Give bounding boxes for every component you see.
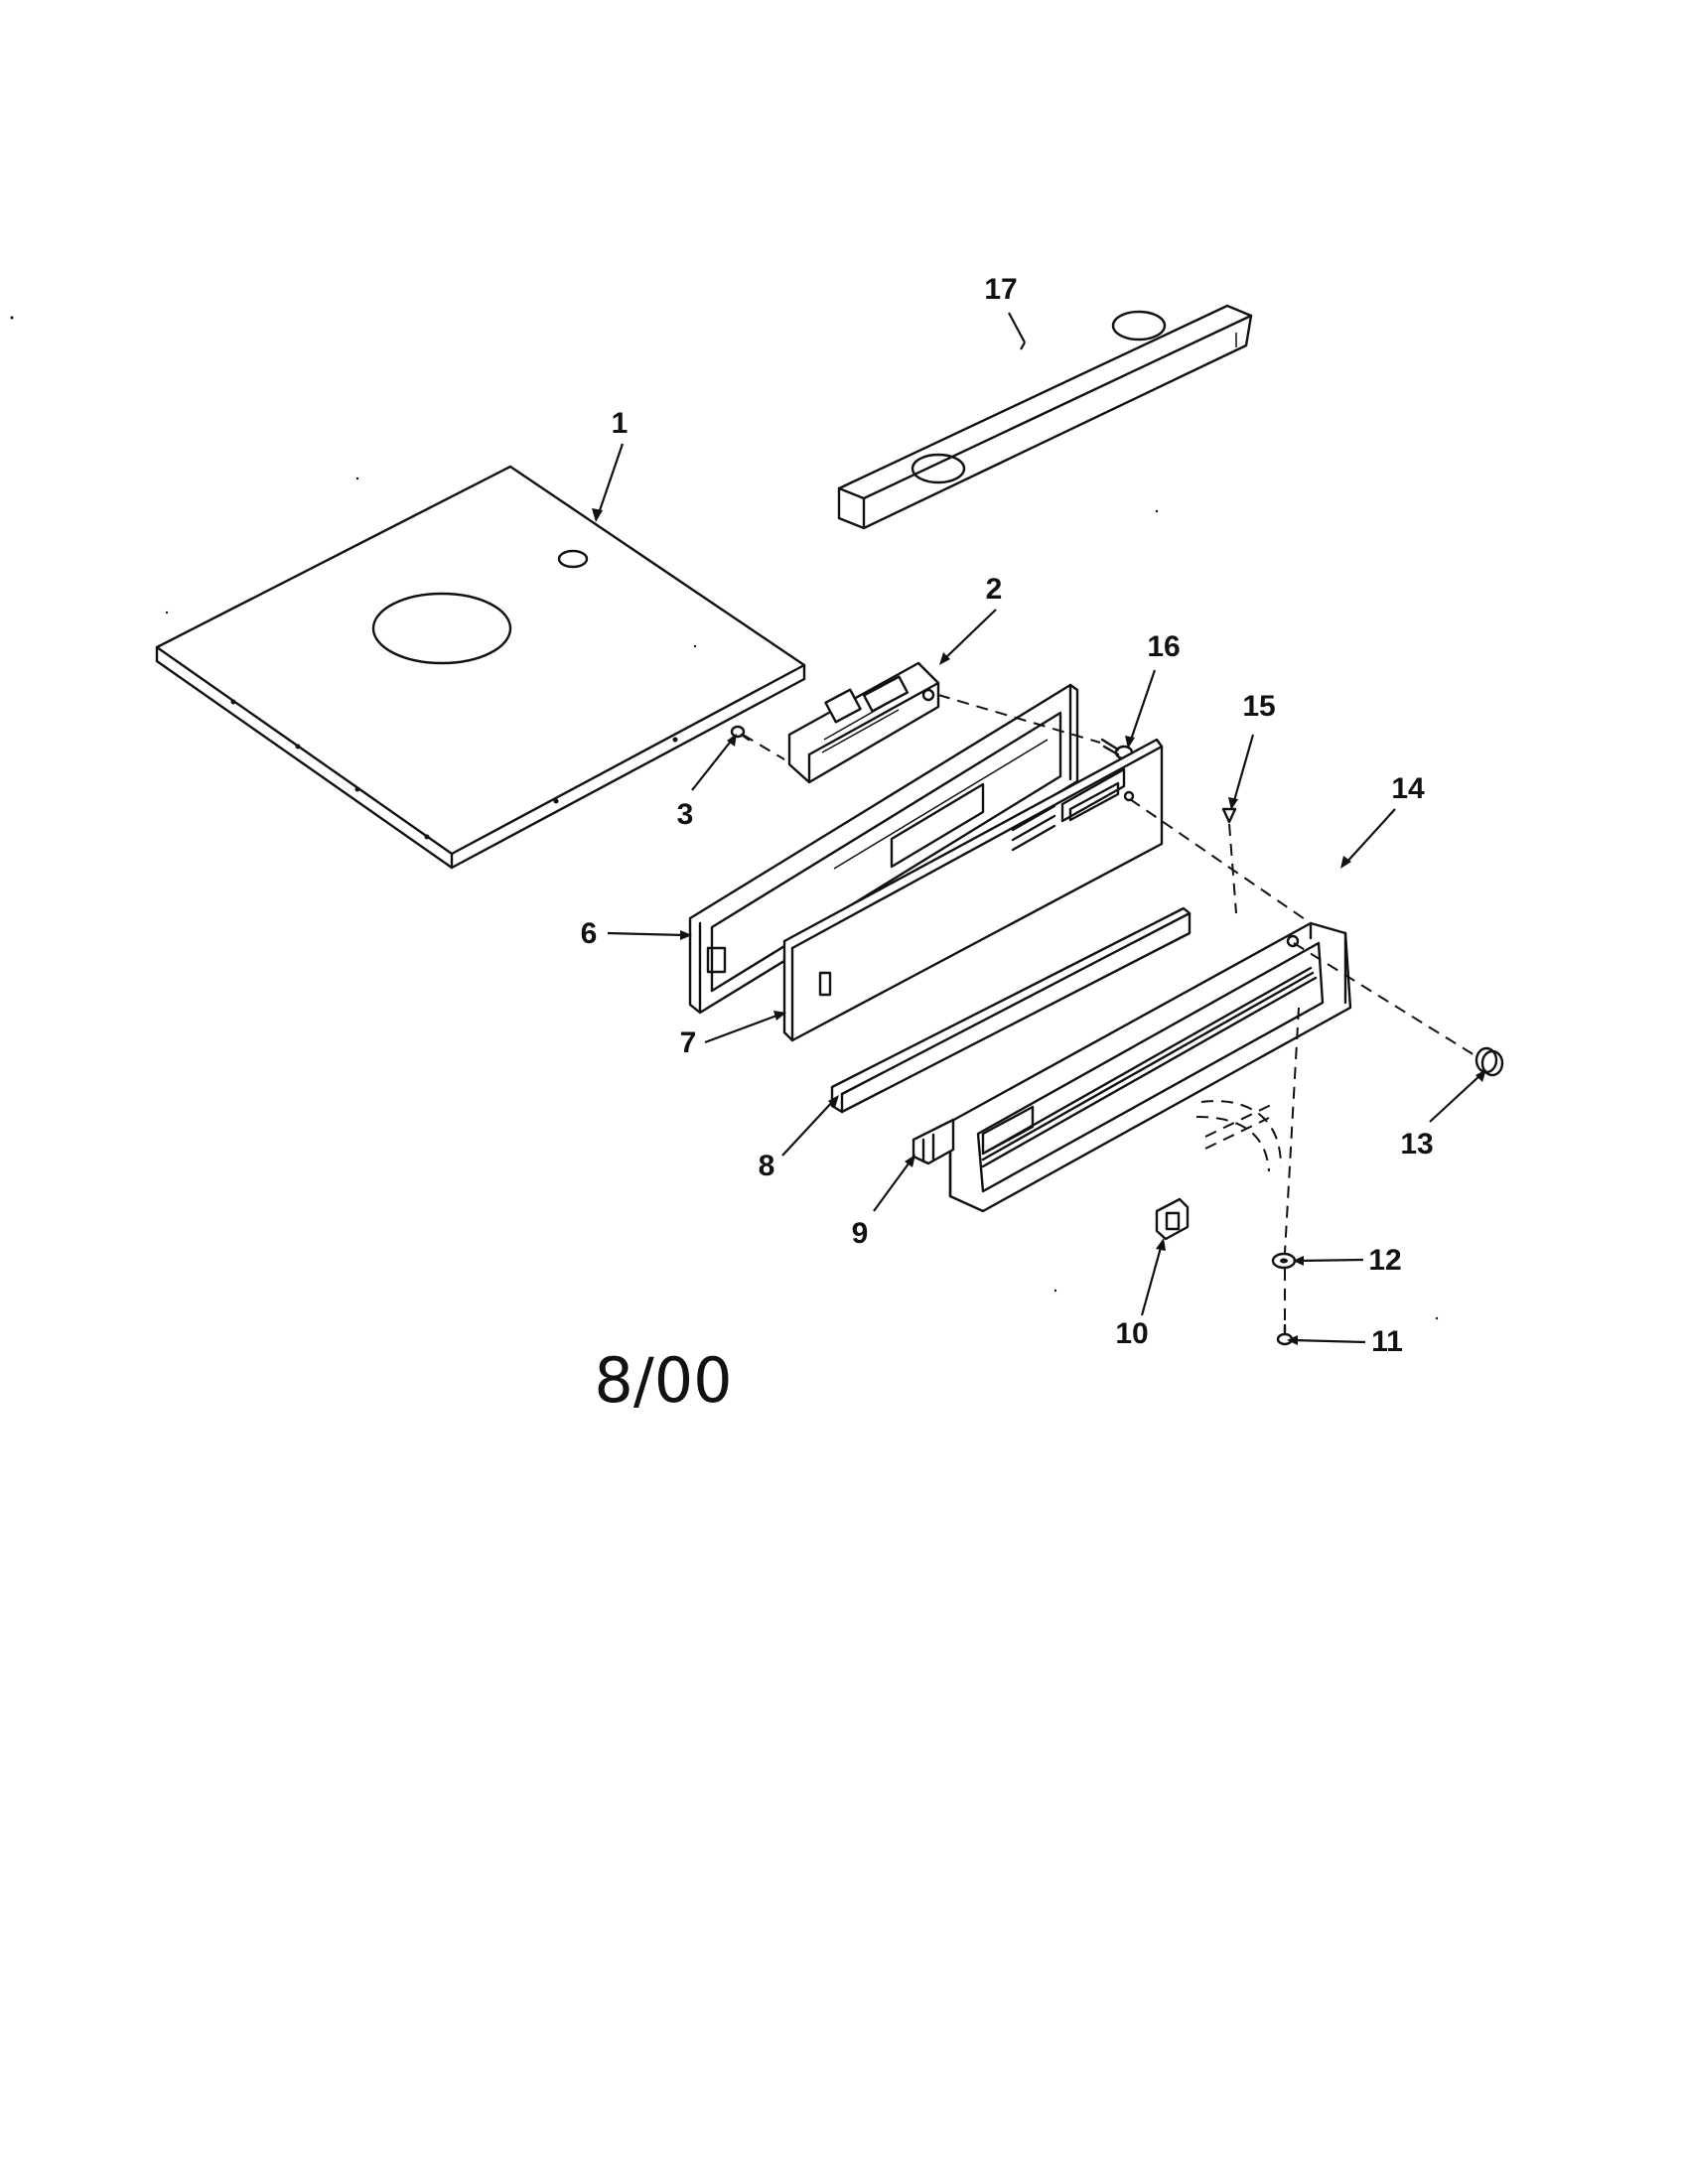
part-2-control-board [787,661,940,784]
part-15-clip [1221,807,1237,824]
part-10-switch [1155,1197,1190,1241]
part-11-screw [1276,1323,1294,1346]
callout-13: 13 [1400,1128,1433,1160]
callout-14: 14 [1391,772,1425,805]
part-13-knob [1474,1046,1504,1077]
callout-17: 17 [984,273,1017,306]
callout-8: 8 [759,1150,775,1182]
callout-7: 7 [680,1026,697,1059]
callout-12: 12 [1368,1244,1401,1277]
part-9-bracket [912,1118,955,1165]
part-1-top-panel [155,465,806,870]
callout-1: 1 [612,407,629,440]
part-17-bracket [837,304,1253,530]
callout-15: 15 [1242,690,1275,723]
scan-specks [10,316,1439,1320]
callout-2: 2 [986,573,1003,606]
callout-labels: 1 2 3 6 7 8 9 10 11 12 13 14 15 16 17 [581,273,1434,1358]
part-8-trim-strip [830,906,1192,1114]
part-12-washer [1271,1252,1297,1270]
part-7-control-panel [782,738,1164,1042]
callout-10: 10 [1115,1317,1148,1350]
callout-6: 6 [581,917,598,950]
callout-9: 9 [852,1217,869,1250]
leader-lines [592,312,1486,1345]
callout-16: 16 [1147,630,1180,663]
callout-3: 3 [677,798,694,831]
date-code: 8/00 [594,1344,732,1417]
callout-11: 11 [1371,1325,1403,1358]
assembly-lines [742,694,1480,1324]
